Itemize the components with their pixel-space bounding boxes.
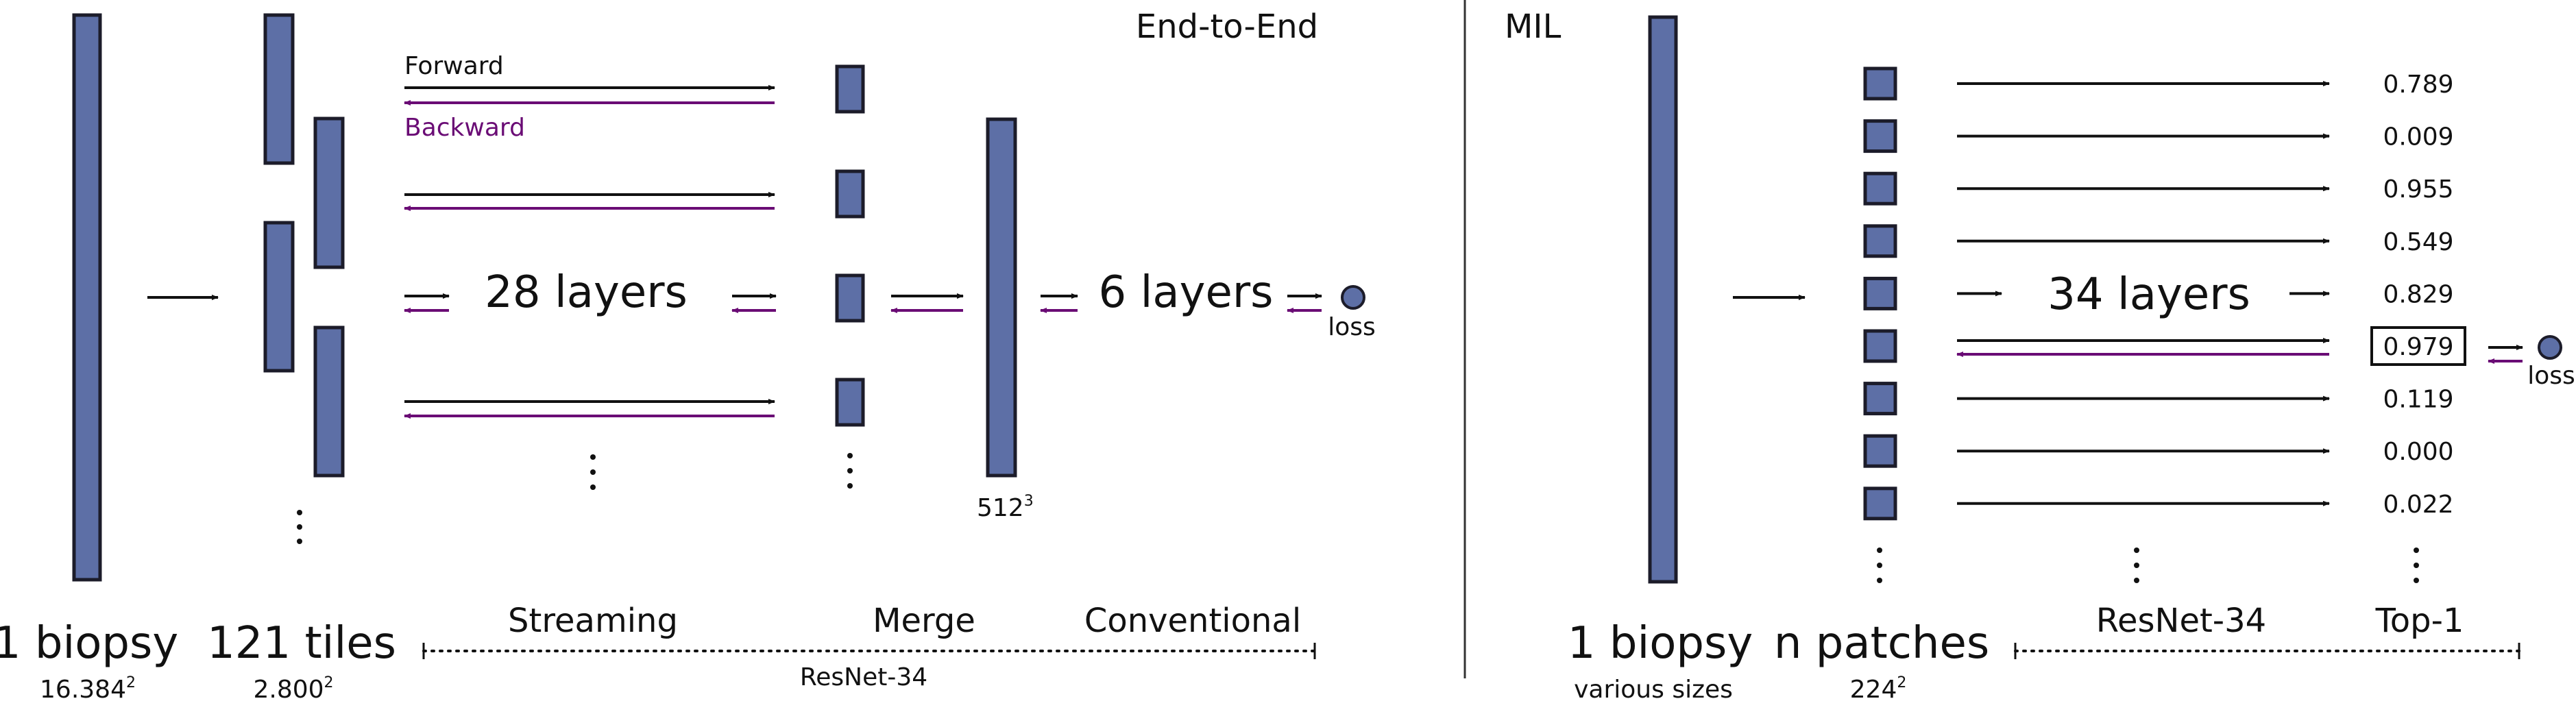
patch-score: 0.000 [2383, 438, 2453, 466]
loss-label: loss [1328, 313, 1376, 341]
stage-conventional: Conventional [1084, 602, 1301, 640]
patch-score: 0.119 [2383, 386, 2453, 414]
legend-forward: Forward [404, 52, 504, 80]
patch-block [1863, 329, 1897, 363]
streaming-ellipsis [590, 454, 596, 490]
loss-node [1341, 285, 1365, 310]
biopsy-size-label: 16.3842 [40, 674, 136, 701]
biopsy-label: 1 biopsy [0, 618, 178, 669]
patch-block [1863, 66, 1897, 101]
legend-backward: Backward [404, 114, 525, 142]
patches-label: n patches [1774, 618, 1989, 669]
patches-ellipsis [1877, 548, 1882, 583]
tile-block [263, 13, 295, 165]
patch-score: 0.549 [2383, 228, 2453, 256]
e2e-title: End-to-End [1136, 8, 1318, 46]
patches-size-label: 2242 [1850, 674, 1907, 701]
tile-block [313, 325, 345, 478]
tiles-size-label: 2.8002 [253, 674, 333, 701]
mil-biopsy-label: 1 biopsy [1568, 618, 1753, 669]
feature-map-block [835, 64, 865, 114]
merged-size-label: 5123 [977, 493, 1034, 522]
mil-biopsy-block [1648, 15, 1678, 584]
mil-loss-node [2538, 335, 2562, 360]
backbone-label: ResNet-34 [800, 663, 927, 691]
top1-box [2370, 326, 2466, 366]
patch-block [1863, 382, 1897, 416]
patch-block [1863, 434, 1897, 468]
mil-layers-label: 34 layers [2048, 269, 2250, 320]
tiles-ellipsis [297, 510, 302, 544]
patch-block [1863, 276, 1897, 310]
tiles-label: 121 tiles [207, 618, 396, 669]
tile-block [313, 116, 345, 269]
conventional-layers-label: 6 layers [1099, 267, 1274, 318]
feature-map-block [835, 378, 865, 427]
mil-title: MIL [1505, 8, 1562, 46]
patch-block [1863, 224, 1897, 258]
patch-block [1863, 119, 1897, 153]
feature-map-block [835, 273, 865, 323]
streaming-layers-label: 28 layers [485, 267, 688, 318]
merged-feature-map [986, 117, 1017, 478]
stage-resnet: ResNet-34 [2096, 602, 2266, 640]
patch-block [1863, 171, 1897, 206]
patch-rows: 0.789 0.009 0.955 0.549 0.829 0.979 0.119 0.000… [1863, 66, 2466, 521]
patch-score: 0.829 [2383, 280, 2453, 308]
stage-top1: Top-1 [2375, 602, 2464, 640]
mil-resnet-ellipsis [2134, 548, 2139, 583]
patch-score: 0.789 [2383, 71, 2453, 99]
mil-bracket [2014, 643, 2520, 659]
biopsy-block [72, 13, 102, 582]
tile-block [263, 221, 295, 373]
mil-biopsy-size-label: various sizes [1574, 676, 1733, 701]
patch-score: 0.009 [2383, 123, 2453, 151]
top1-score: 0.979 [2383, 333, 2453, 361]
stage-merge: Merge [873, 602, 975, 640]
stage-streaming: Streaming [508, 602, 678, 640]
scores-ellipsis [2414, 548, 2419, 583]
patch-score: 0.955 [2383, 175, 2453, 204]
mil-loss-label: loss [2527, 362, 2575, 390]
e2e-bracket [422, 643, 1316, 659]
patch-score: 0.022 [2383, 491, 2453, 519]
merge-ellipsis [847, 453, 853, 489]
patch-block [1863, 487, 1897, 521]
feature-map-block [835, 169, 865, 219]
